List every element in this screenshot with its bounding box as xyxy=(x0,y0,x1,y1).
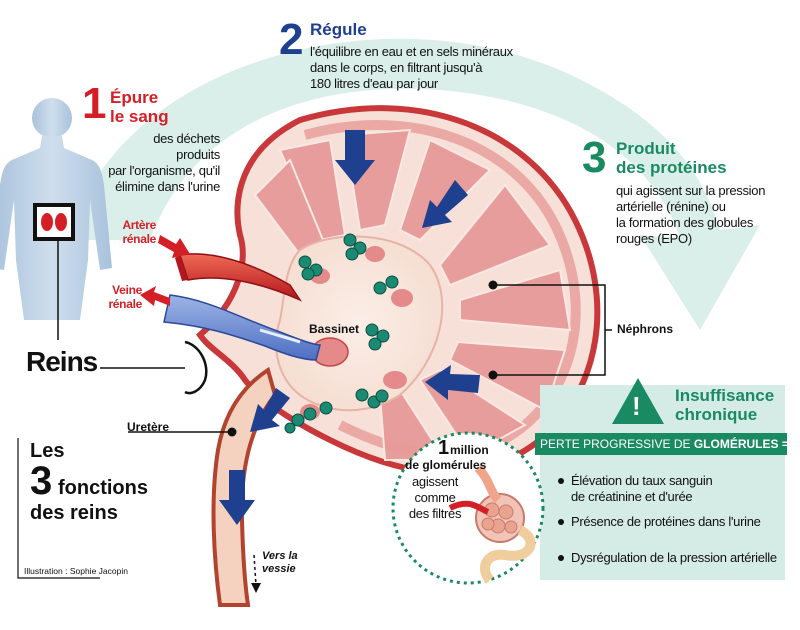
uretere-label: Uretère xyxy=(127,420,170,434)
insuffisance-title-line1: Insuffisance xyxy=(675,386,775,405)
artery-label: Artère rénale xyxy=(110,218,156,246)
function-3-title: Produit des protéines xyxy=(616,139,727,177)
artery-label-line1: Artère xyxy=(122,218,156,232)
function-1-text: des déchets produits par l'organisme, qu… xyxy=(108,131,220,195)
glomerules-text-line: comme xyxy=(414,490,456,505)
insuffisance-item: Dysrégulation de la pression artérielle xyxy=(571,550,777,565)
warning-triangle xyxy=(612,378,664,424)
reins-label: Reins xyxy=(26,346,98,377)
bassinet-label: Bassinet xyxy=(309,322,360,336)
glomerules-unit: million xyxy=(450,443,489,457)
bar-strong: GLOMÉRULES = xyxy=(693,437,789,451)
title-line3: des reins xyxy=(30,502,118,524)
vein-label-line1: Veine xyxy=(112,283,142,297)
function-1-title: Épure le sang xyxy=(110,88,169,126)
insuffisance-bar xyxy=(535,433,787,455)
function-1-title-line1: Épure xyxy=(110,88,159,107)
function-3-text-line: rouges (EPO) xyxy=(616,231,692,246)
function-3-text-line: qui agissent sur la pression xyxy=(616,183,766,198)
insuffisance-title: Insuffisance chronique xyxy=(675,386,774,424)
function-3-text-line: artérielle (rénine) ou xyxy=(616,199,726,214)
glomerules-text: agissent comme des filtres xyxy=(395,474,475,522)
vessie-label: Vers la vessie xyxy=(262,550,298,576)
insuffisance-item: Élévation du taux sanguin de créatinine … xyxy=(571,473,713,505)
artery-label-line2: rénale xyxy=(122,232,156,246)
insuffisance-title-line2: chronique xyxy=(675,405,758,424)
insuffisance-item-line1: Élévation du taux sanguin xyxy=(571,473,713,488)
insuffisance-item-line2: de créatinine et d'urée xyxy=(571,489,693,504)
insuffisance-bar-text: PERTE PROGRESSIVE DE GLOMÉRULES = xyxy=(540,437,789,451)
bar-prefix: PERTE PROGRESSIVE DE xyxy=(540,437,694,451)
insuffisance-panel xyxy=(540,385,785,580)
kidney-box xyxy=(33,203,75,241)
nephron-leader xyxy=(493,284,612,376)
function-1-title-line2: le sang xyxy=(110,107,169,126)
function-2-title: Régule xyxy=(310,20,367,39)
function-1-text-line: élimine dans l'urine xyxy=(115,179,220,194)
title-number: 3 xyxy=(30,459,53,503)
glomerules-text-line: des filtres xyxy=(408,506,462,521)
function-2-text-line: dans le corps, en filtrant jusqu'à xyxy=(310,60,483,75)
vein-arrow xyxy=(140,286,170,306)
zoom-circle xyxy=(391,431,545,585)
function-2-text: l'équilibre en eau et en sels minéraux d… xyxy=(310,44,513,92)
glomerules-count: 1 xyxy=(438,437,450,459)
renal-artery xyxy=(179,253,303,302)
nephrons-label: Néphrons xyxy=(617,322,674,336)
vessie-label-line2: vessie xyxy=(262,563,296,575)
function-2-text-line: 180 litres d'eau par jour xyxy=(310,76,438,91)
function-3-text: qui agissent sur la pression artérielle … xyxy=(616,183,765,247)
vein-label: Veine rénale xyxy=(96,283,142,311)
renal-vein xyxy=(163,294,321,361)
function-3-title-line2: des protéines xyxy=(616,158,727,177)
function-1-text-line: des déchets produits xyxy=(153,131,220,162)
title-line1: Les xyxy=(30,440,65,462)
glomeruli xyxy=(284,233,399,434)
flow-arrows xyxy=(219,130,480,525)
vessie-label-line1: Vers la xyxy=(262,550,298,562)
vein-label-line2: rénale xyxy=(108,297,142,311)
credit: Illustration : Sophie Jacopin xyxy=(24,566,128,576)
artery-arrow xyxy=(158,235,190,258)
function-3-text-line: la formation des globules xyxy=(616,215,754,230)
glomerules-line2: de glomérules xyxy=(405,458,487,472)
title-line2: fonctions xyxy=(58,477,148,499)
cycle-arc xyxy=(70,38,760,330)
glomerules-text-line: agissent xyxy=(411,474,459,489)
function-2-text-line: l'équilibre en eau et en sels minéraux xyxy=(310,44,513,59)
warning-icon: ! xyxy=(632,391,641,421)
glomerulus-zoom xyxy=(448,464,536,584)
function-1-text-line: par l'organisme, qu'il xyxy=(108,163,220,178)
function-3-title-line1: Produit xyxy=(616,139,676,158)
insuffisance-item: Présence de protéines dans l'urine xyxy=(571,514,761,529)
function-1-number: 1 xyxy=(82,79,107,128)
function-3-number: 3 xyxy=(582,133,607,182)
function-2-number: 2 xyxy=(279,15,304,64)
